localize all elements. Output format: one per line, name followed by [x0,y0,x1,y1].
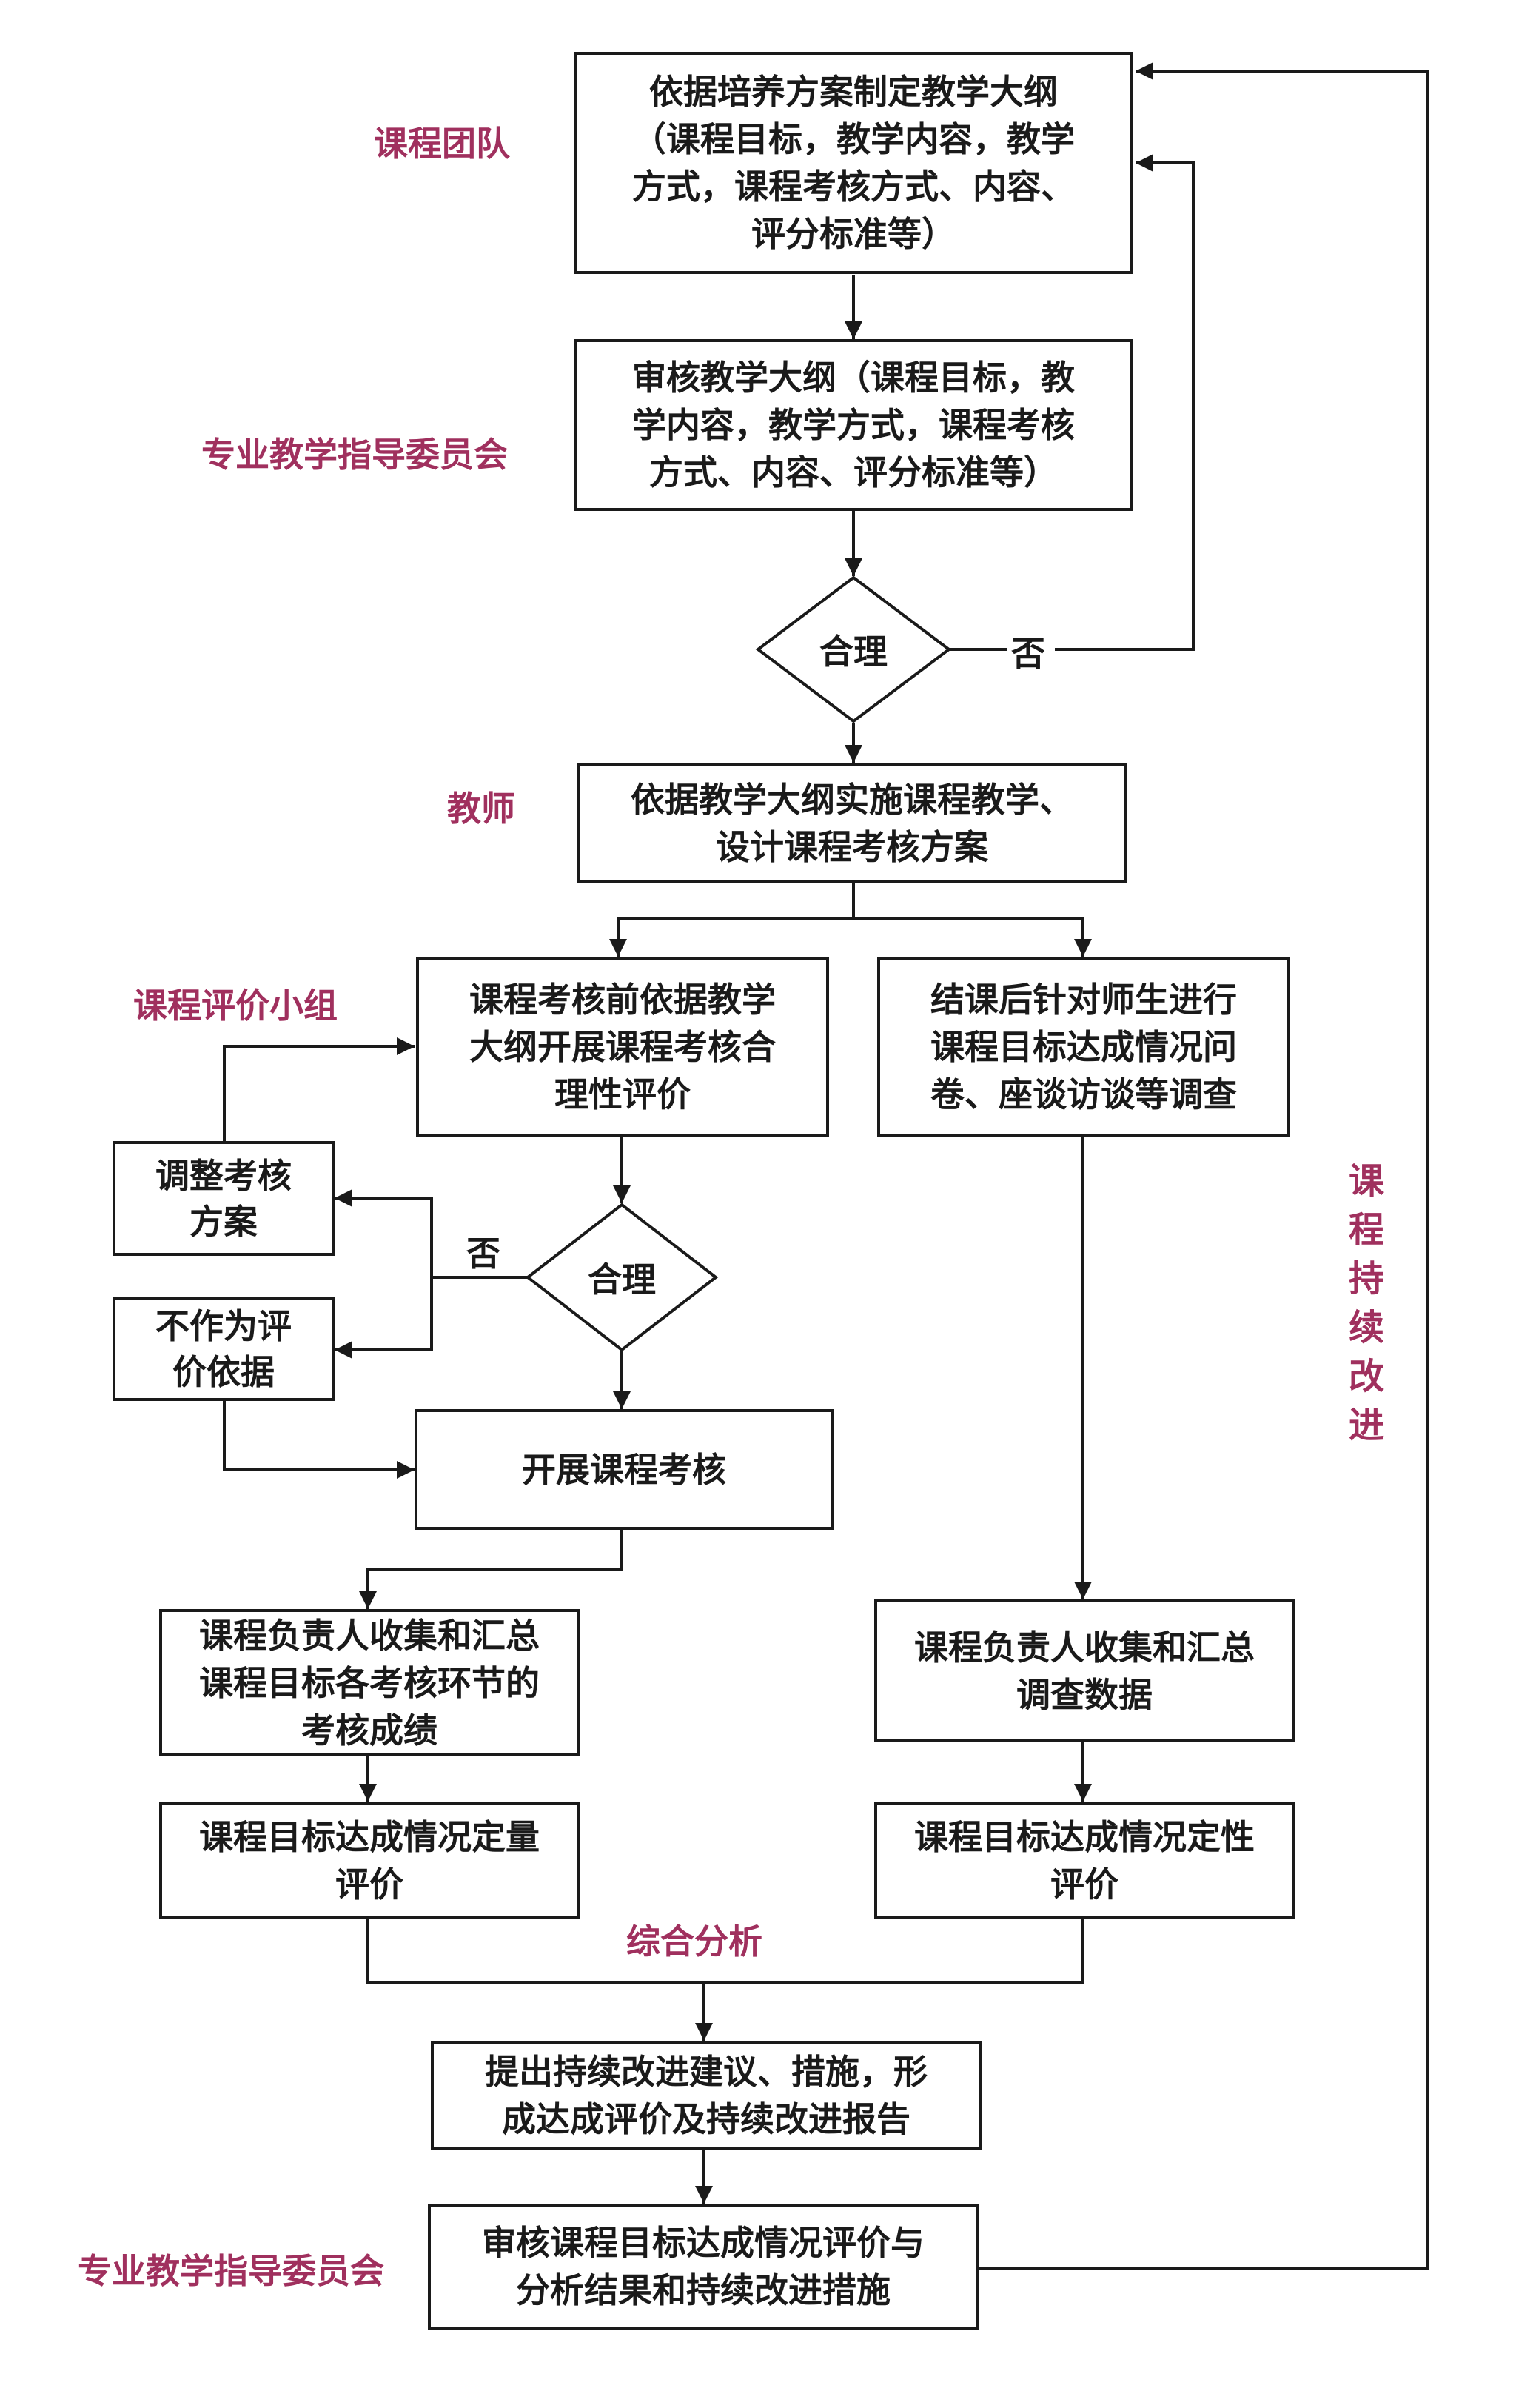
node-review-results[interactable]: 审核课程目标达成情况评价与 分析结果和持续改进措施 [428,2204,979,2330]
arrow-quantitative-merge [366,1919,1084,1984]
role-committee-1: 专业教学指导委员会 [201,435,508,475]
arrow-adjust-to-pre-eval [223,1037,415,1141]
decision-1-label: 合理 [819,632,888,672]
role-committee-2: 专业教学指导委员会 [78,2251,384,2291]
decision-diamond-1 [755,575,952,723]
node-pre-assessment-eval[interactable]: 课程考核前依据教学 大纲开展课程考核合 理性评价 [416,957,829,1137]
node-collect-scores[interactable]: 课程负责人收集和汇总 课程目标各考核环节的 考核成绩 [159,1609,580,1756]
arrow-implement-split [609,883,855,957]
decision-2-no-label: 否 [466,1234,500,1274]
arrow-conduct-to-collect-scores [359,1530,623,1609]
role-eval-group: 课程评价小组 [133,986,338,1026]
arrow-decision-2-no-to-adjust [335,1189,528,1279]
decision-2-label: 合理 [588,1260,656,1300]
node-implement-teaching[interactable]: 依据教学大纲实施课程教学、 设计课程考核方案 [577,763,1127,883]
node-survey[interactable]: 结课后针对师生进行 课程目标达成情况问 卷、座谈访谈等调查 [877,957,1290,1137]
decision-1-no-label: 否 [1011,634,1045,674]
role-synthesis: 综合分析 [626,1922,762,1961]
arrow-improvement-loop [977,62,1429,2270]
role-teacher: 教师 [447,789,515,829]
node-not-basis[interactable]: 不作为评 价依据 [113,1297,335,1401]
arrow-implement-to-survey [853,917,1092,957]
role-course-team: 课程团队 [374,124,510,164]
node-quantitative-eval[interactable]: 课程目标达成情况定量 评价 [159,1802,580,1919]
decision-diamond-2 [525,1203,719,1352]
arrow-not-basis-to-conduct [223,1401,415,1479]
node-conduct-assessment[interactable]: 开展课程考核 [415,1409,834,1530]
node-formulate-syllabus[interactable]: 依据培养方案制定教学大纲 （课程目标，教学内容，教学 方式，课程考核方式、内容、… [574,52,1133,274]
role-continuous-improvement: 课程持续改进 [1348,1160,1384,1446]
arrow-decision-1-no-loop-back [1055,154,1195,651]
node-review-syllabus[interactable]: 审核教学大纲（课程目标，教 学内容，教学方式，课程考核 方式、内容、评分标准等） [574,339,1133,511]
node-propose-improvements[interactable]: 提出持续改进建议、措施，形 成达成评价及持续改进报告 [431,2041,982,2150]
node-qualitative-eval[interactable]: 课程目标达成情况定性 评价 [874,1802,1295,1919]
arrow-decision-2-no-to-not-basis [335,1277,433,1359]
node-adjust-plan[interactable]: 调整考核 方案 [113,1141,335,1256]
node-collect-survey[interactable]: 课程负责人收集和汇总 调查数据 [874,1599,1295,1742]
